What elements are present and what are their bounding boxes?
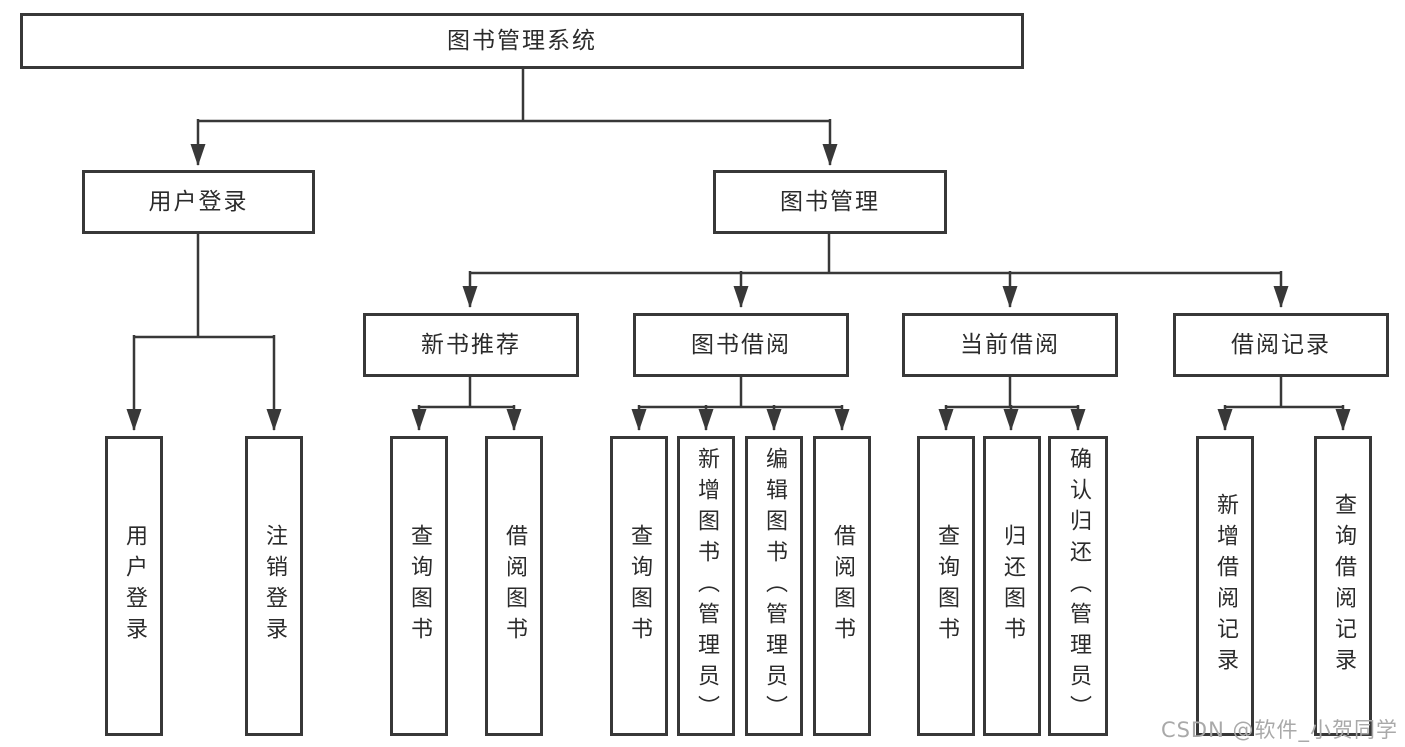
node-label: 查询图书 — [627, 524, 652, 648]
leaf-confirm-return-admin: 确认归还（管理员） — [1048, 436, 1108, 736]
node-label: 新书推荐 — [421, 331, 521, 358]
leaf-add-borrow-record: 新增借阅记录 — [1196, 436, 1254, 736]
leaf-query-books-recommend: 查询图书 — [390, 436, 448, 736]
node-label: 图书管理系统 — [447, 27, 597, 54]
leaf-query-books-current: 查询图书 — [917, 436, 975, 736]
node-label: 查询图书 — [934, 524, 959, 648]
node-label: 用户登录 — [148, 188, 249, 215]
node-label: 借阅图书 — [502, 524, 527, 648]
node-label: 当前借阅 — [960, 331, 1060, 358]
node-label: 确认归还（管理员） — [1066, 446, 1091, 726]
node-label: 新增借阅记录 — [1213, 493, 1238, 679]
node-root-system: 图书管理系统 — [20, 13, 1024, 69]
node-book-management: 图书管理 — [713, 170, 947, 234]
node-new-book-recommendation: 新书推荐 — [363, 313, 579, 377]
node-label: 查询借阅记录 — [1331, 493, 1356, 679]
node-book-borrowing: 图书借阅 — [633, 313, 849, 377]
leaf-return-books: 归还图书 — [983, 436, 1041, 736]
leaf-query-books-borrowing: 查询图书 — [610, 436, 668, 736]
leaf-logout: 注销登录 — [245, 436, 303, 736]
leaf-add-books-admin: 新增图书（管理员） — [677, 436, 735, 736]
node-current-borrowing: 当前借阅 — [902, 313, 1118, 377]
node-label: 新增图书（管理员） — [694, 446, 719, 726]
leaf-query-borrow-record: 查询借阅记录 — [1314, 436, 1372, 736]
node-label: 编辑图书（管理员） — [762, 446, 787, 726]
node-label: 查询图书 — [407, 524, 432, 648]
leaf-borrow-books-recommend: 借阅图书 — [485, 436, 543, 736]
node-label: 用户登录 — [122, 524, 147, 648]
node-label: 借阅记录 — [1231, 331, 1331, 358]
node-label: 借阅图书 — [830, 524, 855, 648]
node-label: 图书管理 — [780, 188, 880, 215]
watermark: CSDN @软件_小贺同学 — [1160, 718, 1398, 742]
node-label: 注销登录 — [262, 524, 287, 648]
node-borrowing-records: 借阅记录 — [1173, 313, 1389, 377]
node-label: 归还图书 — [1000, 524, 1025, 648]
leaf-user-login: 用户登录 — [105, 436, 163, 736]
node-user-login: 用户登录 — [82, 170, 315, 234]
leaf-edit-books-admin: 编辑图书（管理员） — [745, 436, 803, 736]
node-label: 图书借阅 — [691, 331, 791, 358]
leaf-borrow-books-borrowing: 借阅图书 — [813, 436, 871, 736]
